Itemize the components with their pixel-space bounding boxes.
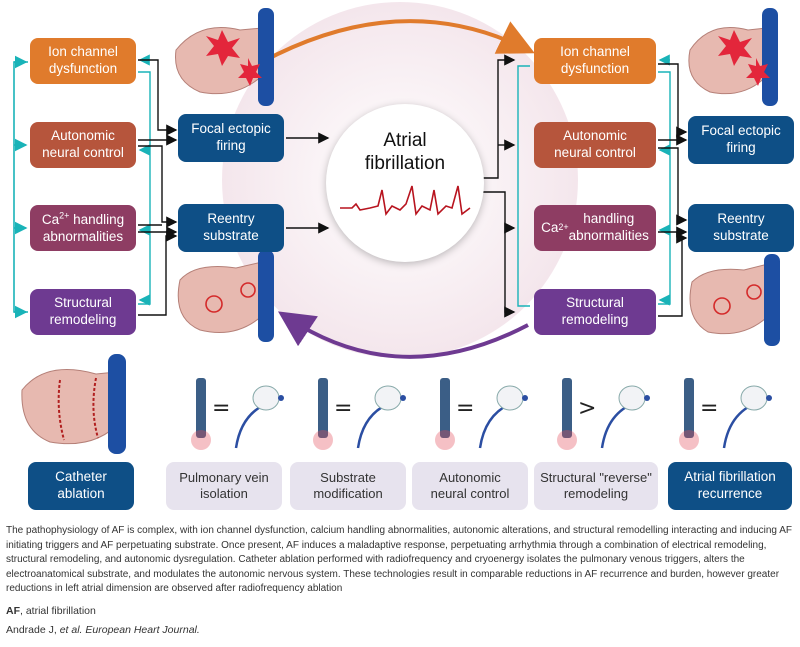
right-reentry-box: Reentry substrate (688, 204, 794, 252)
left-reentry-box: Reentry substrate (178, 204, 284, 252)
abbreviation-definition: , atrial fibrillation (20, 605, 96, 617)
cycle-arrow-bottom (277, 311, 529, 359)
outcome-af-recurrence: Atrial fibrillation recurrence (668, 462, 792, 510)
cycle-arrow-top (261, 19, 535, 64)
outcome-symbol-2: = (334, 396, 353, 421)
reference-journal: European Heart Journal. (82, 624, 200, 636)
right-ion-channel-box: Ion channel dysfunction (534, 38, 656, 84)
right-focal-ectopic-box: Focal ectopic firing (688, 116, 794, 164)
figure-caption: The pathophysiology of AF is complex, wi… (6, 525, 792, 594)
abbreviation-line: AF, atrial fibrillation (6, 605, 96, 617)
atrial-fibrillation-circle (326, 104, 484, 262)
heart-illustration-ablation (21, 354, 126, 454)
outcome-symbol-3: = (456, 396, 475, 421)
left-autonomic-box: Autonomic neural control (30, 122, 136, 168)
outcome-autonomic-neural-control: Autonomic neural control (412, 462, 528, 510)
left-focal-ectopic-box: Focal ectopic firing (178, 114, 284, 162)
catheter-ablation-box: Catheter ablation (28, 462, 134, 510)
outcome-symbol-1: = (212, 396, 231, 421)
reference-etal: et al. (59, 624, 83, 636)
catheter-icons (191, 378, 772, 450)
left-teal-bracket (13, 61, 28, 313)
calcium-label: Ca2+ handling abnormalities (41, 210, 125, 244)
heart-illustration-bottom-left (177, 250, 274, 342)
left-inner-teal-bracket (138, 71, 151, 305)
left-calcium-box: Ca2+ handling abnormalities (30, 205, 136, 251)
left-structural-box: Structural remodeling (30, 289, 136, 335)
outcome-pulmonary-vein-isolation: Pulmonary vein isolation (166, 462, 282, 510)
heart-illustration-top-left (175, 8, 274, 106)
reference-authors: Andrade J, (6, 624, 60, 636)
outcome-substrate-modification: Substrate modification (290, 462, 406, 510)
outcome-symbol-5: = (700, 396, 719, 421)
right-autonomic-box: Autonomic neural control (534, 122, 656, 168)
reference-line: Andrade J, et al. European Heart Journal… (6, 624, 200, 636)
left-ion-channel-box: Ion channel dysfunction (30, 38, 136, 84)
outcome-structural-reverse-remodeling: Structural "reverse" remodeling (534, 462, 658, 510)
heart-illustration-top-right (688, 8, 778, 106)
outcome-symbol-4: > (578, 396, 597, 421)
atrial-fibrillation-title: Atrial fibrillation (364, 130, 446, 174)
heart-illustration-bottom-right (689, 254, 780, 346)
right-structural-box: Structural remodeling (534, 289, 656, 335)
abbreviation-term: AF (6, 605, 20, 617)
